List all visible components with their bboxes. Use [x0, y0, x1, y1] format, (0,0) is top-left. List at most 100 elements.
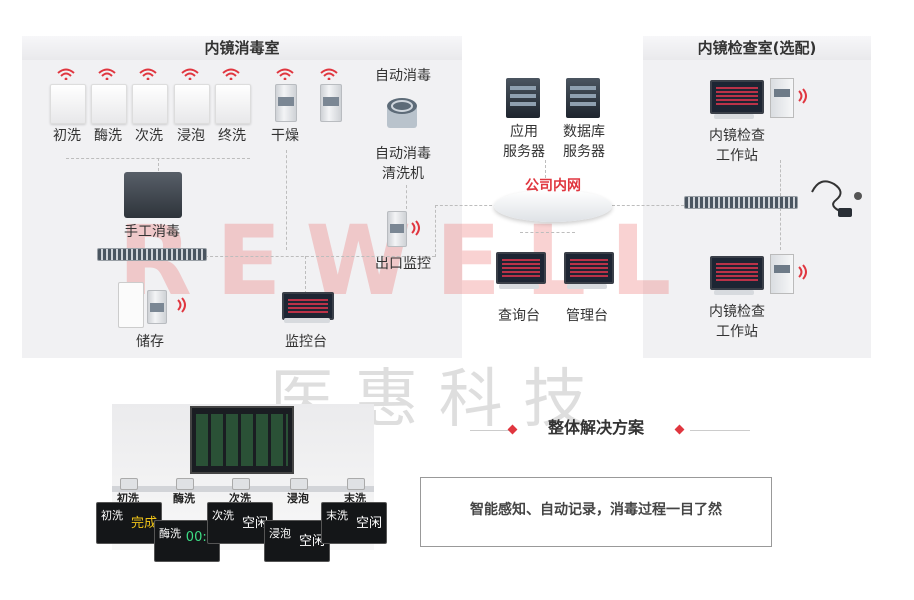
wifi-icon	[181, 68, 199, 80]
signal-icon	[798, 264, 807, 280]
workstation-top-base	[714, 114, 754, 119]
status-panel-name: 初洗	[101, 509, 123, 522]
db-server-label-2: 服务器	[563, 144, 605, 160]
disinfection-room-title: 内镜消毒室	[22, 36, 462, 60]
signal-icon	[798, 88, 807, 104]
monitor-console-keyboard	[284, 318, 330, 323]
monitor-console-label: 监控台	[285, 334, 327, 350]
connector-consoles	[520, 232, 575, 233]
status-panel-2: 酶洗 00:2	[154, 520, 220, 562]
workstation-bottom-reader	[770, 254, 794, 294]
wifi-icon	[57, 68, 75, 80]
manual-label: 手工消毒	[124, 224, 180, 240]
workstation-bottom-screen	[710, 256, 764, 290]
connector-servers	[545, 160, 546, 178]
inspection-room-title: 内镜检查室(选配)	[643, 36, 871, 60]
reader-tile	[215, 84, 251, 124]
reader-tile	[132, 84, 168, 124]
auto-machine-label-1: 自动消毒	[375, 146, 431, 162]
query-console-label: 查询台	[498, 308, 540, 324]
reader-tile	[50, 84, 86, 124]
photo-station-1: 初洗	[117, 492, 139, 505]
auto-machine-label-2: 清洗机	[382, 166, 424, 182]
workstation-bottom-base	[714, 290, 754, 295]
wifi-icon	[320, 68, 338, 80]
workstation-top-label-1: 内镜检查	[709, 128, 765, 144]
solution-divider-left	[470, 430, 510, 431]
storage-reader	[147, 290, 167, 324]
status-panel-3: 次洗 空闲	[207, 502, 273, 544]
intranet-cloud	[494, 190, 612, 222]
reader-tile	[91, 84, 127, 124]
workstation-top-reader	[770, 78, 794, 118]
query-console-base	[499, 284, 539, 289]
photo-station-4: 浸泡	[287, 492, 309, 505]
connector-ws-bottom	[780, 208, 781, 250]
status-panel-status: 完成	[130, 516, 157, 531]
admin-console-label: 管理台	[566, 308, 608, 324]
intranet-label: 公司内网	[525, 178, 581, 194]
step-label-3: 次洗	[135, 128, 163, 144]
monitor-console-screen	[282, 292, 334, 320]
status-panel-name: 末洗	[326, 509, 348, 522]
storage-label: 储存	[136, 334, 164, 350]
photo-station-3: 次洗	[229, 492, 251, 505]
inspection-switch	[684, 196, 798, 209]
station-camera	[120, 478, 138, 490]
diamond-icon	[674, 424, 685, 435]
reader-tile	[174, 84, 210, 124]
solution-title: 整体解决方案	[547, 418, 644, 437]
wifi-icon	[222, 68, 240, 80]
tagline-text: 智能感知、自动记录，消毒过程一目了然	[470, 502, 722, 518]
photo-station-5: 末洗	[344, 492, 366, 505]
status-panel-name: 浸泡	[269, 527, 291, 540]
manual-station-device	[124, 172, 182, 218]
tagline-box	[420, 477, 772, 547]
workstation-top-screen	[710, 80, 764, 114]
app-server-icon	[506, 78, 540, 118]
exit-monitor-device	[387, 211, 407, 247]
workstation-bottom-label-2: 工作站	[716, 324, 758, 340]
storage-cabinet	[118, 282, 144, 328]
dryer-device	[275, 84, 297, 122]
signal-icon	[411, 220, 420, 236]
wifi-icon	[98, 68, 116, 80]
status-panel-status: 空闲	[241, 516, 268, 531]
endoscope-machine-icon	[387, 98, 417, 128]
status-panel-name: 次洗	[212, 509, 234, 522]
connector-dry	[286, 150, 287, 250]
station-camera	[176, 478, 194, 490]
query-console-screen	[496, 252, 546, 284]
status-panel-4: 浸泡 空闲	[264, 520, 330, 562]
wall-display	[190, 406, 294, 474]
station-camera	[232, 478, 250, 490]
connector-steps-down	[158, 158, 159, 176]
connector-main-horizontal	[205, 256, 435, 257]
app-server-label-1: 应用	[510, 124, 538, 140]
connector-auto	[406, 185, 407, 209]
status-panel-5: 末洗 空闲	[321, 502, 387, 544]
step-label-5: 终洗	[218, 128, 246, 144]
wifi-icon	[276, 68, 294, 80]
workstation-bottom-label-1: 内镜检查	[709, 304, 765, 320]
step-label-2: 酶洗	[94, 128, 122, 144]
dryer-device	[320, 84, 342, 122]
connector-ws-top	[780, 160, 781, 196]
dry-label: 干燥	[271, 128, 299, 144]
status-panel-status: 空闲	[298, 534, 325, 549]
exit-monitor-label: 出口监控	[375, 256, 431, 272]
photo-station-2: 酶洗	[173, 492, 195, 505]
admin-console-screen	[564, 252, 614, 284]
auto-disinfect-label: 自动消毒	[375, 68, 431, 84]
wifi-icon	[139, 68, 157, 80]
workstation-top-label-2: 工作站	[716, 148, 758, 164]
step-label-1: 初洗	[53, 128, 81, 144]
endoscope-icon	[811, 180, 862, 217]
connector-to-lan	[435, 205, 436, 257]
step-label-4: 浸泡	[177, 128, 205, 144]
connector-lan-left	[435, 205, 497, 206]
station-camera	[290, 478, 308, 490]
app-server-label-2: 服务器	[503, 144, 545, 160]
signal-icon	[177, 297, 186, 313]
status-panel-name: 酶洗	[159, 527, 181, 540]
